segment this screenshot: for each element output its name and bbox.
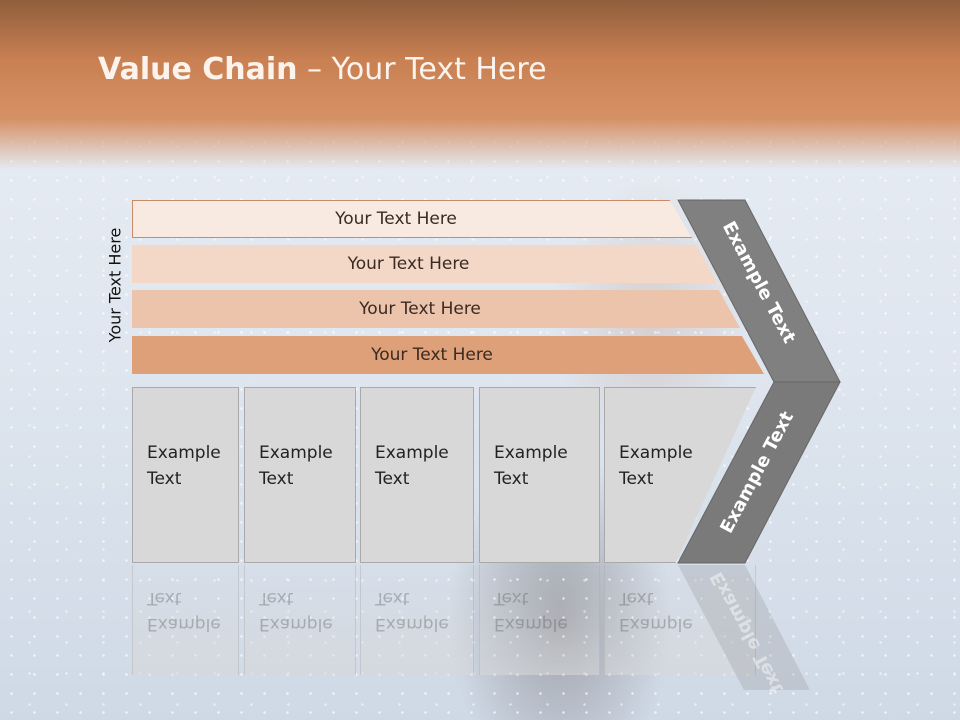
primary-box-label: Example Text	[619, 443, 693, 489]
support-bar-label: Your Text Here	[335, 209, 457, 229]
support-bar-label: Your Text Here	[371, 345, 493, 365]
primary-box-3: Example Text	[360, 387, 474, 563]
support-bar-2: Your Text Here	[132, 245, 717, 283]
primary-box-label: Example Text	[259, 443, 333, 489]
slide-title-bold: Value Chain	[98, 52, 298, 87]
support-bar-3: Your Text Here	[132, 290, 740, 328]
primary-box-label: Example Text	[147, 443, 221, 489]
primary-box-4: Example Text	[479, 387, 600, 563]
primary-box-label: Example Text	[494, 443, 568, 489]
primary-box-1: Example Text	[132, 387, 239, 563]
support-bar-4: Your Text Here	[132, 336, 764, 374]
title-band	[0, 0, 960, 170]
support-bar-label: Your Text Here	[347, 254, 470, 274]
primary-box-2: Example Text	[244, 387, 356, 563]
slide-title-rest: – Your Text Here	[297, 52, 547, 87]
chevron-bottom-arm	[677, 381, 841, 564]
support-bar-label: Your Text Here	[359, 299, 481, 319]
slide-title: Value Chain – Your Text Here	[98, 52, 547, 87]
chevron-reflection	[678, 565, 810, 690]
support-bar-1: Your Text Here	[132, 200, 692, 238]
primary-box-label: Example Text	[375, 443, 449, 489]
